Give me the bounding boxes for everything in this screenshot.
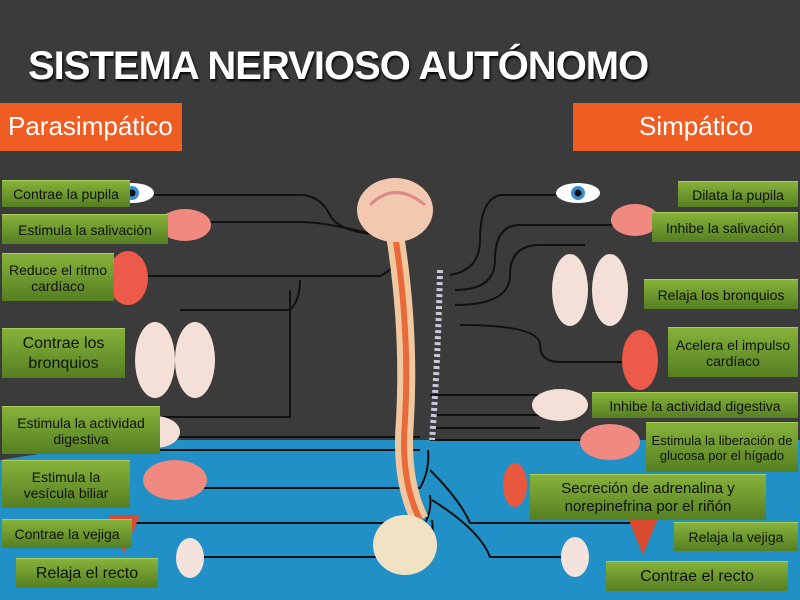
- symp-effect-bronchi: Relaja los bronquios: [644, 279, 798, 309]
- liver-right: [580, 424, 640, 460]
- page-title: SISTEMA NERVIOSO AUTÓNOMO: [28, 44, 649, 88]
- symp-effect-glucose: Estimula la liberación de glucosa por el…: [646, 422, 798, 472]
- symp-effect-heart: Acelera el impulso cardíaco: [668, 327, 798, 377]
- symp-effect-bladder: Relaja la vejiga: [674, 522, 798, 551]
- pelvis: [373, 515, 437, 575]
- para-effect-heart: Reduce el ritmo cardíaco: [2, 253, 114, 301]
- para-effect-bronchi: Contrae los bronquios: [2, 328, 125, 378]
- lung-right-l: [552, 254, 588, 326]
- sympathetic-header: Simpático: [573, 103, 800, 151]
- brain: [357, 178, 433, 242]
- eye-right: [556, 183, 600, 203]
- parasympathetic-header: Parasimpático: [0, 103, 182, 151]
- para-effect-pupil: Contrae la pupila: [2, 180, 130, 207]
- bladder-right: [628, 518, 658, 555]
- salivary-gland-right: [611, 204, 659, 236]
- lung-right-r: [592, 254, 628, 326]
- lung-left-l: [135, 322, 175, 398]
- para-effect-bladder: Contrae la vejiga: [2, 519, 132, 548]
- para-effect-gallbladder: Estimula la vesícula biliar: [2, 460, 130, 508]
- stomach-right: [532, 389, 588, 421]
- lung-left-r: [175, 322, 215, 398]
- spinal-cord: [386, 233, 443, 525]
- symp-effect-digestive: Inhibe la actividad digestiva: [592, 392, 798, 418]
- rectum-right: [561, 537, 589, 577]
- para-effect-rectum: Relaja el recto: [16, 558, 158, 588]
- symp-effect-pupil: Dilata la pupila: [678, 181, 798, 207]
- rectum-left: [176, 538, 204, 578]
- para-effect-salivation: Estimula la salivación: [2, 214, 168, 244]
- liver-left: [143, 460, 207, 500]
- heart-left: [108, 251, 148, 305]
- symp-effect-salivation: Inhibe la salivación: [652, 212, 798, 242]
- symp-effect-rectum: Contrae el recto: [606, 561, 788, 591]
- kidney: [503, 463, 527, 507]
- para-effect-digestive: Estimula la actividad digestiva: [2, 406, 160, 454]
- heart-right: [622, 330, 658, 390]
- symp-effect-adrenaline: Secreción de adrenalina y norepinefrina …: [530, 474, 766, 520]
- salivary-gland-left: [159, 209, 211, 241]
